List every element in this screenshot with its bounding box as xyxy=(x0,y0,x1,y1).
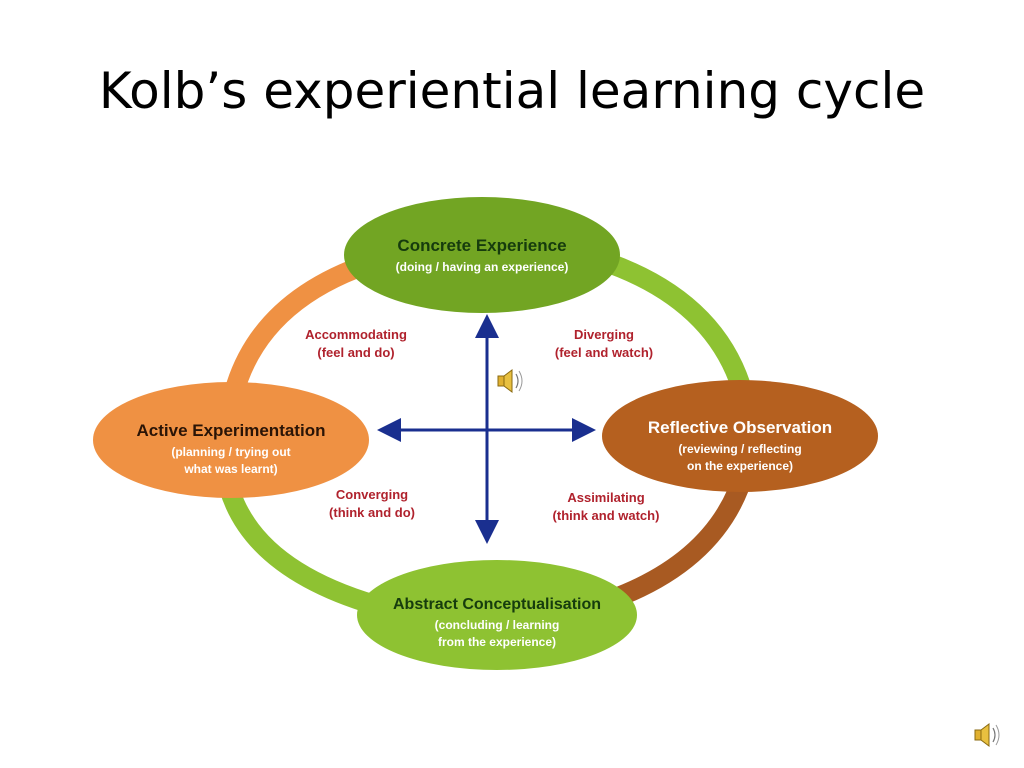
node-bottom-subtitle-line1: (concluding / learning xyxy=(435,618,560,632)
quadrant-converging-label: Converging xyxy=(336,487,408,502)
quadrant-diverging-label: Diverging xyxy=(574,327,634,342)
node-left-subtitle-line1: (planning / trying out xyxy=(171,445,290,459)
node-left-ellipse xyxy=(93,382,369,498)
quadrant-accommodating-label: Accommodating xyxy=(305,327,407,342)
node-top-ellipse xyxy=(344,197,620,313)
quadrant-converging-desc: (think and do) xyxy=(329,505,415,520)
node-reflective-observation: Reflective Observation (reviewing / refl… xyxy=(602,380,878,492)
node-right-ellipse xyxy=(602,380,878,492)
quadrant-diverging-desc: (feel and watch) xyxy=(555,345,653,360)
node-right-subtitle-line1: (reviewing / reflecting xyxy=(678,442,801,456)
node-active-experimentation: Active Experimentation (planning / tryin… xyxy=(93,382,369,498)
node-abstract-conceptualisation: Abstract Conceptualisation (concluding /… xyxy=(357,560,637,670)
node-bottom-subtitle-line2: from the experience) xyxy=(438,635,556,649)
node-bottom-title: Abstract Conceptualisation xyxy=(393,596,601,613)
ring-arc-top-right xyxy=(596,250,755,403)
quadrant-accommodating-desc: (feel and do) xyxy=(317,345,394,360)
node-top-subtitle-line1: (doing / having an experience) xyxy=(396,260,569,274)
node-left-title: Active Experimentation xyxy=(137,421,326,440)
speaker-icon[interactable] xyxy=(974,723,1000,747)
node-top-title: Concrete Experience xyxy=(397,236,566,255)
speaker-icon[interactable] xyxy=(497,369,523,393)
node-bottom-ellipse xyxy=(357,560,637,670)
node-left-subtitle-line2: what was learnt) xyxy=(183,462,277,476)
node-right-subtitle-line2: on the experience) xyxy=(687,459,793,473)
quadrant-assimilating-desc: (think and watch) xyxy=(553,508,660,523)
node-concrete-experience: Concrete Experience (doing / having an e… xyxy=(344,197,620,313)
slide-title: Kolb’s experiential learning cycle xyxy=(98,62,926,120)
node-right-title: Reflective Observation xyxy=(648,418,832,437)
quadrant-assimilating-label: Assimilating xyxy=(567,490,644,505)
